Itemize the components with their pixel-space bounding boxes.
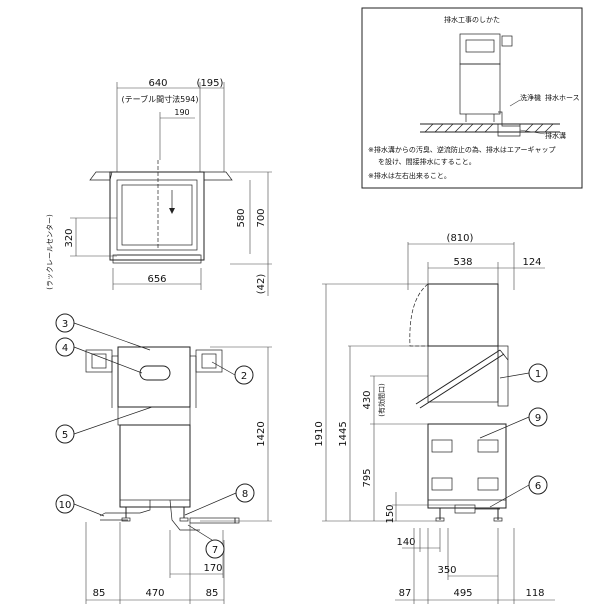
- dim-795: 795: [362, 468, 373, 487]
- dim-1910: 1910: [314, 421, 325, 446]
- dim-656: 656: [147, 274, 166, 285]
- dim-85-left: 85: [93, 588, 106, 599]
- callout-1: 1: [499, 363, 548, 383]
- dim-470: 470: [145, 588, 164, 599]
- dim-700: 700: [256, 208, 267, 227]
- svg-text:2: 2: [241, 371, 247, 382]
- svg-text:9: 9: [535, 413, 541, 424]
- callout-10: 10: [55, 494, 105, 517]
- dim-320: 320: [64, 228, 75, 247]
- svg-text:3: 3: [62, 319, 68, 330]
- callout-8: 8: [184, 483, 255, 516]
- dim-495: 495: [453, 588, 472, 599]
- svg-text:4: 4: [62, 343, 68, 354]
- svg-text:7: 7: [212, 545, 218, 556]
- dim-85-right: 85: [206, 588, 219, 599]
- dim-1445: 1445: [338, 421, 349, 446]
- dim-350: 350: [437, 565, 456, 576]
- svg-text:10: 10: [59, 500, 72, 511]
- dim-118: 118: [525, 588, 544, 599]
- svg-text:8: 8: [242, 489, 248, 500]
- inset-label-drain: 排水溝: [545, 131, 566, 140]
- rack-rail-center-label: (ラックレールセンター): [45, 214, 54, 290]
- inset-label-trap: 洗浄機: [520, 93, 541, 102]
- dim-170: 170: [203, 563, 222, 574]
- callout-5: 5: [55, 406, 153, 444]
- callout-6: 6: [489, 475, 548, 508]
- dim-810: (810): [447, 233, 474, 244]
- dim-580: 580: [236, 208, 247, 227]
- dim-table: (テーブル間寸法594): [121, 94, 198, 104]
- dim-430: 430: [362, 390, 373, 409]
- svg-text:6: 6: [535, 481, 541, 492]
- side-view: (810) 538 124 1910: [314, 233, 555, 604]
- dim-1420: 1420: [256, 421, 267, 446]
- callout-7: 7: [187, 524, 225, 559]
- inset-label-hose: 排水ホース: [545, 93, 580, 102]
- callout-3: 3: [55, 313, 151, 351]
- svg-text:5: 5: [62, 430, 68, 441]
- top-view: 640 (195) (テーブル間寸法594) 190 580 700 (42) …: [45, 78, 272, 296]
- inset-note1-line1: ※排水溝からの汚臭、逆流防止の為、排水はエアーギャップ: [368, 145, 555, 154]
- dim-640: 640: [148, 78, 167, 89]
- dim-538: 538: [453, 257, 472, 268]
- inset-title: 排水工事のしかた: [444, 15, 500, 24]
- callout-9: 9: [479, 407, 548, 439]
- callout-2: 2: [211, 361, 254, 385]
- dim-195: (195): [197, 78, 224, 89]
- dim-42: (42): [256, 274, 267, 295]
- dim-140: 140: [396, 537, 415, 548]
- inset-note2: ※排水は左右出来ること。: [368, 171, 451, 180]
- callout-4: 4: [55, 337, 143, 374]
- dim-124: 124: [522, 257, 541, 268]
- inset-note1-line2: を設け、間接排水にすること。: [378, 157, 476, 166]
- dim-190: 190: [174, 108, 189, 117]
- svg-text:1: 1: [535, 369, 541, 380]
- callouts: 3 4 5 10 2 8 7: [55, 313, 548, 559]
- dim-87: 87: [399, 588, 412, 599]
- drain-instruction-inset: 排水工事のしかた 洗浄機 排水ホース 排水溝 ※排水溝からの汚臭、逆流防止の為、…: [361, 7, 583, 189]
- dim-150: 150: [385, 504, 396, 523]
- front-view: 1420 170 85 470 85: [85, 346, 272, 604]
- dim-430-note: (有効間口): [377, 383, 386, 417]
